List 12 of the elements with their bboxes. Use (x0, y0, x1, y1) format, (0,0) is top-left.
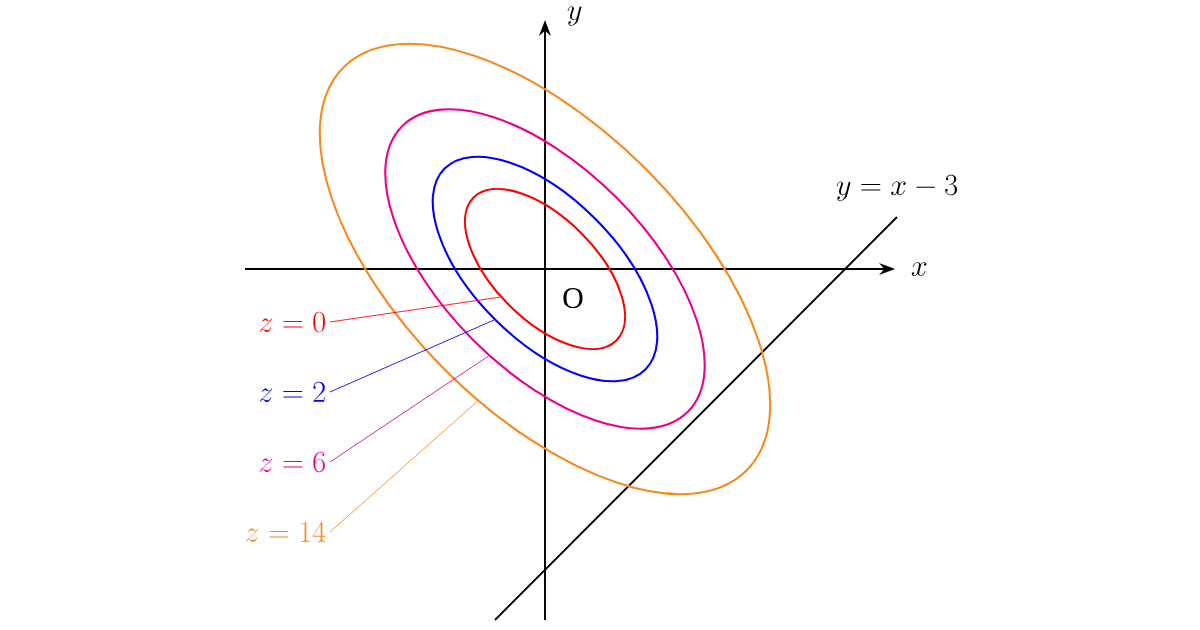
contour-label: $z = 6$ (259, 451, 325, 473)
contour-label: $z = 0$ (259, 311, 325, 333)
axis-label: $y = x - 3$ (836, 174, 958, 202)
axis-label: $x$ (911, 262, 927, 276)
leader-line (329, 355, 489, 463)
contour-label: $z = 14$ (245, 521, 326, 543)
leader-line (329, 319, 495, 393)
axis-label: O (563, 287, 583, 309)
contour-label: $z = 2$ (259, 381, 325, 403)
leader-line (329, 400, 479, 533)
leader-line (329, 296, 501, 323)
axis-label: $y$ (567, 6, 582, 26)
